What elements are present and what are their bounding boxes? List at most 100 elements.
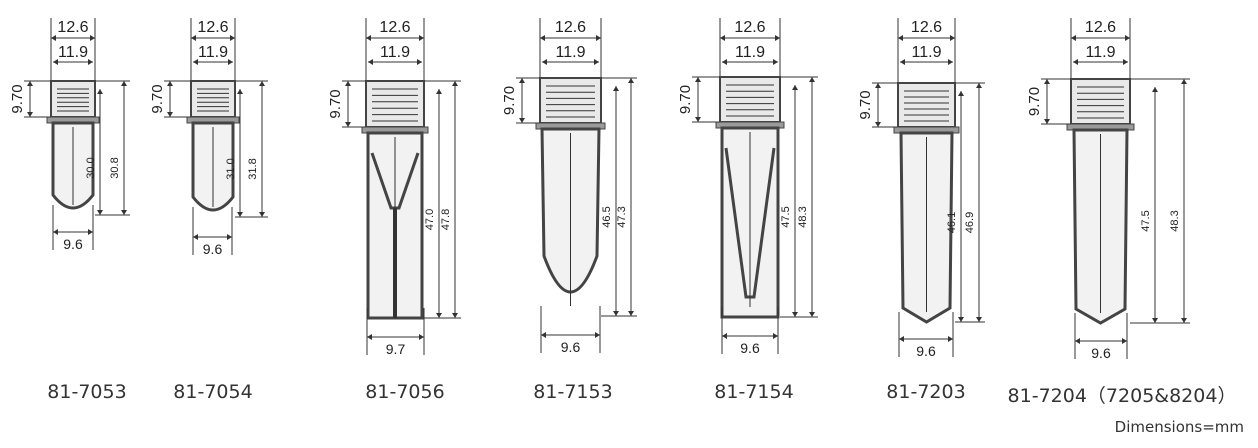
- model-label-81-7053: 81-7053: [47, 381, 127, 403]
- arrowhead: [228, 59, 233, 65]
- arrowhead: [976, 83, 982, 88]
- arrowhead: [722, 333, 727, 339]
- arrowhead: [773, 59, 778, 65]
- arrowhead: [540, 35, 545, 41]
- cap-height-label: 9.70: [1026, 87, 1043, 116]
- arrowhead: [419, 35, 424, 41]
- outer-width-label: 12.6: [555, 19, 586, 36]
- outer-width-label: 12.6: [734, 19, 765, 36]
- cap: [1070, 78, 1131, 125]
- arrowhead: [875, 122, 881, 127]
- arrowhead: [595, 332, 600, 338]
- arrowhead: [167, 112, 173, 117]
- cap-height-label: 9.70: [149, 84, 166, 113]
- arrowhead: [452, 81, 458, 86]
- inner-width-label: 11.9: [1086, 44, 1116, 61]
- arrowhead: [1181, 79, 1187, 84]
- arrowhead: [417, 59, 422, 65]
- arrowhead: [436, 313, 442, 318]
- cap-height-label: 9.70: [857, 90, 874, 119]
- arrowhead: [27, 112, 33, 117]
- dimensions-unit-note: Dimensions=mm: [1114, 418, 1244, 436]
- arrowhead: [88, 229, 93, 235]
- arrowhead: [948, 336, 953, 342]
- total-height-label: 48.3: [1169, 210, 1181, 231]
- arrowhead: [436, 89, 442, 94]
- arrowhead: [97, 210, 103, 215]
- arrowhead: [193, 234, 198, 240]
- inner-height-label: 46.1: [946, 212, 958, 233]
- arrowhead: [259, 81, 265, 86]
- cap-height-label: 9.70: [327, 89, 344, 118]
- arrowhead: [193, 59, 198, 65]
- arrowhead: [88, 59, 93, 65]
- arrowhead: [898, 35, 903, 41]
- cap-height-label: 9.70: [9, 84, 26, 113]
- arrowhead: [628, 78, 634, 83]
- bottom-width-label: 9.6: [561, 339, 581, 355]
- total-height-label: 30.8: [109, 157, 121, 178]
- arrowhead: [1071, 35, 1076, 41]
- arrowhead: [875, 83, 881, 88]
- bottom-width-label: 9.6: [63, 236, 83, 252]
- arrowhead: [237, 212, 243, 217]
- arrowhead: [720, 35, 725, 41]
- arrowhead: [1044, 79, 1050, 84]
- arrowhead: [121, 210, 127, 215]
- total-height-label: 48.3: [797, 206, 809, 227]
- arrowhead: [792, 85, 798, 90]
- arrowhead: [958, 91, 964, 96]
- cap: [190, 80, 236, 118]
- arrowhead: [596, 35, 601, 41]
- outer-width-label: 12.6: [197, 19, 228, 36]
- model-label-81-7154: 81-7154: [714, 381, 794, 403]
- arrowhead: [1073, 59, 1078, 65]
- arrowhead: [722, 59, 727, 65]
- arrowhead: [259, 212, 265, 217]
- arrowhead: [809, 77, 815, 82]
- inner-height-label: 47.5: [780, 206, 792, 227]
- inner-height-label: 46.5: [601, 206, 613, 227]
- bottom-width-label: 9.7: [386, 341, 406, 357]
- bottom-width-label: 9.6: [1091, 345, 1111, 361]
- model-label-81-7203: 81-7203: [886, 381, 966, 403]
- arrowhead: [950, 35, 955, 41]
- arrowhead: [519, 118, 525, 123]
- arrowhead: [958, 317, 964, 322]
- arrowhead: [51, 35, 56, 41]
- arrowhead: [368, 59, 373, 65]
- cap: [539, 77, 602, 124]
- model-label-81-7153: 81-7153: [533, 381, 613, 403]
- arrowhead: [899, 336, 904, 342]
- bottom-width-label: 9.6: [203, 241, 223, 257]
- arrowhead: [976, 317, 982, 322]
- arrowhead: [345, 81, 351, 86]
- inner-width-label: 11.9: [912, 44, 942, 61]
- arrowhead: [792, 312, 798, 317]
- outer-width-label: 12.6: [1085, 19, 1116, 36]
- arrowhead: [1075, 338, 1080, 344]
- inner-height-label: 47.0: [424, 209, 436, 230]
- arrowhead: [613, 311, 619, 316]
- total-height-label: 47.3: [616, 206, 628, 227]
- bottom-width-label: 9.6: [916, 343, 936, 359]
- inner-width-label: 11.9: [380, 44, 410, 61]
- arrowhead: [227, 234, 232, 240]
- arrowhead: [1125, 35, 1130, 41]
- cap: [50, 80, 96, 118]
- arrowhead: [628, 311, 634, 316]
- arrowhead: [695, 117, 701, 122]
- arrowhead: [773, 333, 778, 339]
- arrowhead: [97, 89, 103, 94]
- total-height-label: 47.8: [440, 209, 452, 230]
- inner-width-label: 11.9: [556, 44, 586, 61]
- model-label-81-7054: 81-7054: [173, 381, 253, 403]
- cap-height-label: 9.70: [501, 86, 518, 115]
- arrowhead: [809, 312, 815, 317]
- arrowhead: [366, 35, 371, 41]
- arrowhead: [90, 35, 95, 41]
- arrowhead: [53, 229, 58, 235]
- outer-width-label: 12.6: [911, 19, 942, 36]
- cap: [365, 80, 425, 128]
- cap: [897, 82, 956, 128]
